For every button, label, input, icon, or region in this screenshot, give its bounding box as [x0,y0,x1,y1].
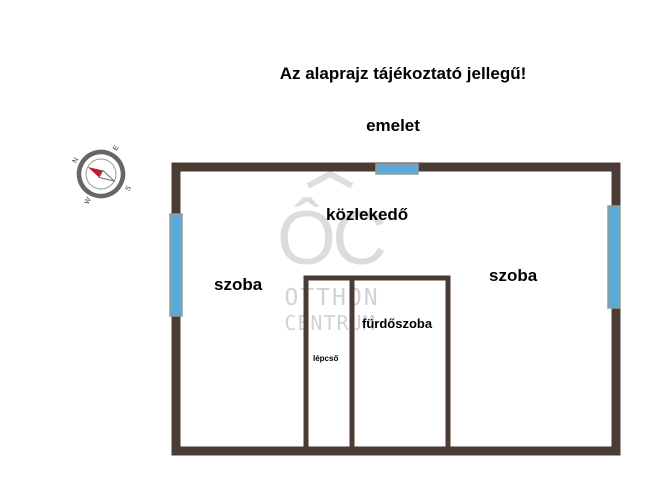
compass-n-label: N [72,157,81,165]
bathroom-wall [303,275,451,454]
compass-s-label: S [125,185,134,193]
window-top [375,163,419,175]
floor-label: emelet [366,116,420,135]
watermark-chevron [306,171,354,189]
room-label-hall: közlekedő [326,205,409,224]
watermark-line1: OTTHON [284,285,379,311]
disclaimer-text: Az alaprajz tájékoztató jellegű! [279,64,527,83]
compass-needle-south [98,169,116,182]
watermark-logo: ÔC OTTHON CENTRUM [277,171,388,335]
room-label-stairs: lépcső [313,354,339,363]
room-label-room-right: szoba [489,266,538,285]
watermark-logo-letters: ÔC [277,196,384,281]
room-label-room-left: szoba [214,275,263,294]
window-right [607,205,621,309]
window-left [169,213,183,317]
compass-needle-north [87,166,103,178]
room-label-bathroom: fürdőszoba [362,316,433,331]
compass-e-label: E [112,144,121,152]
compass: N S E W [72,144,134,206]
compass-w-label: W [84,196,93,205]
watermark-line2: CENTRUM [284,311,375,335]
